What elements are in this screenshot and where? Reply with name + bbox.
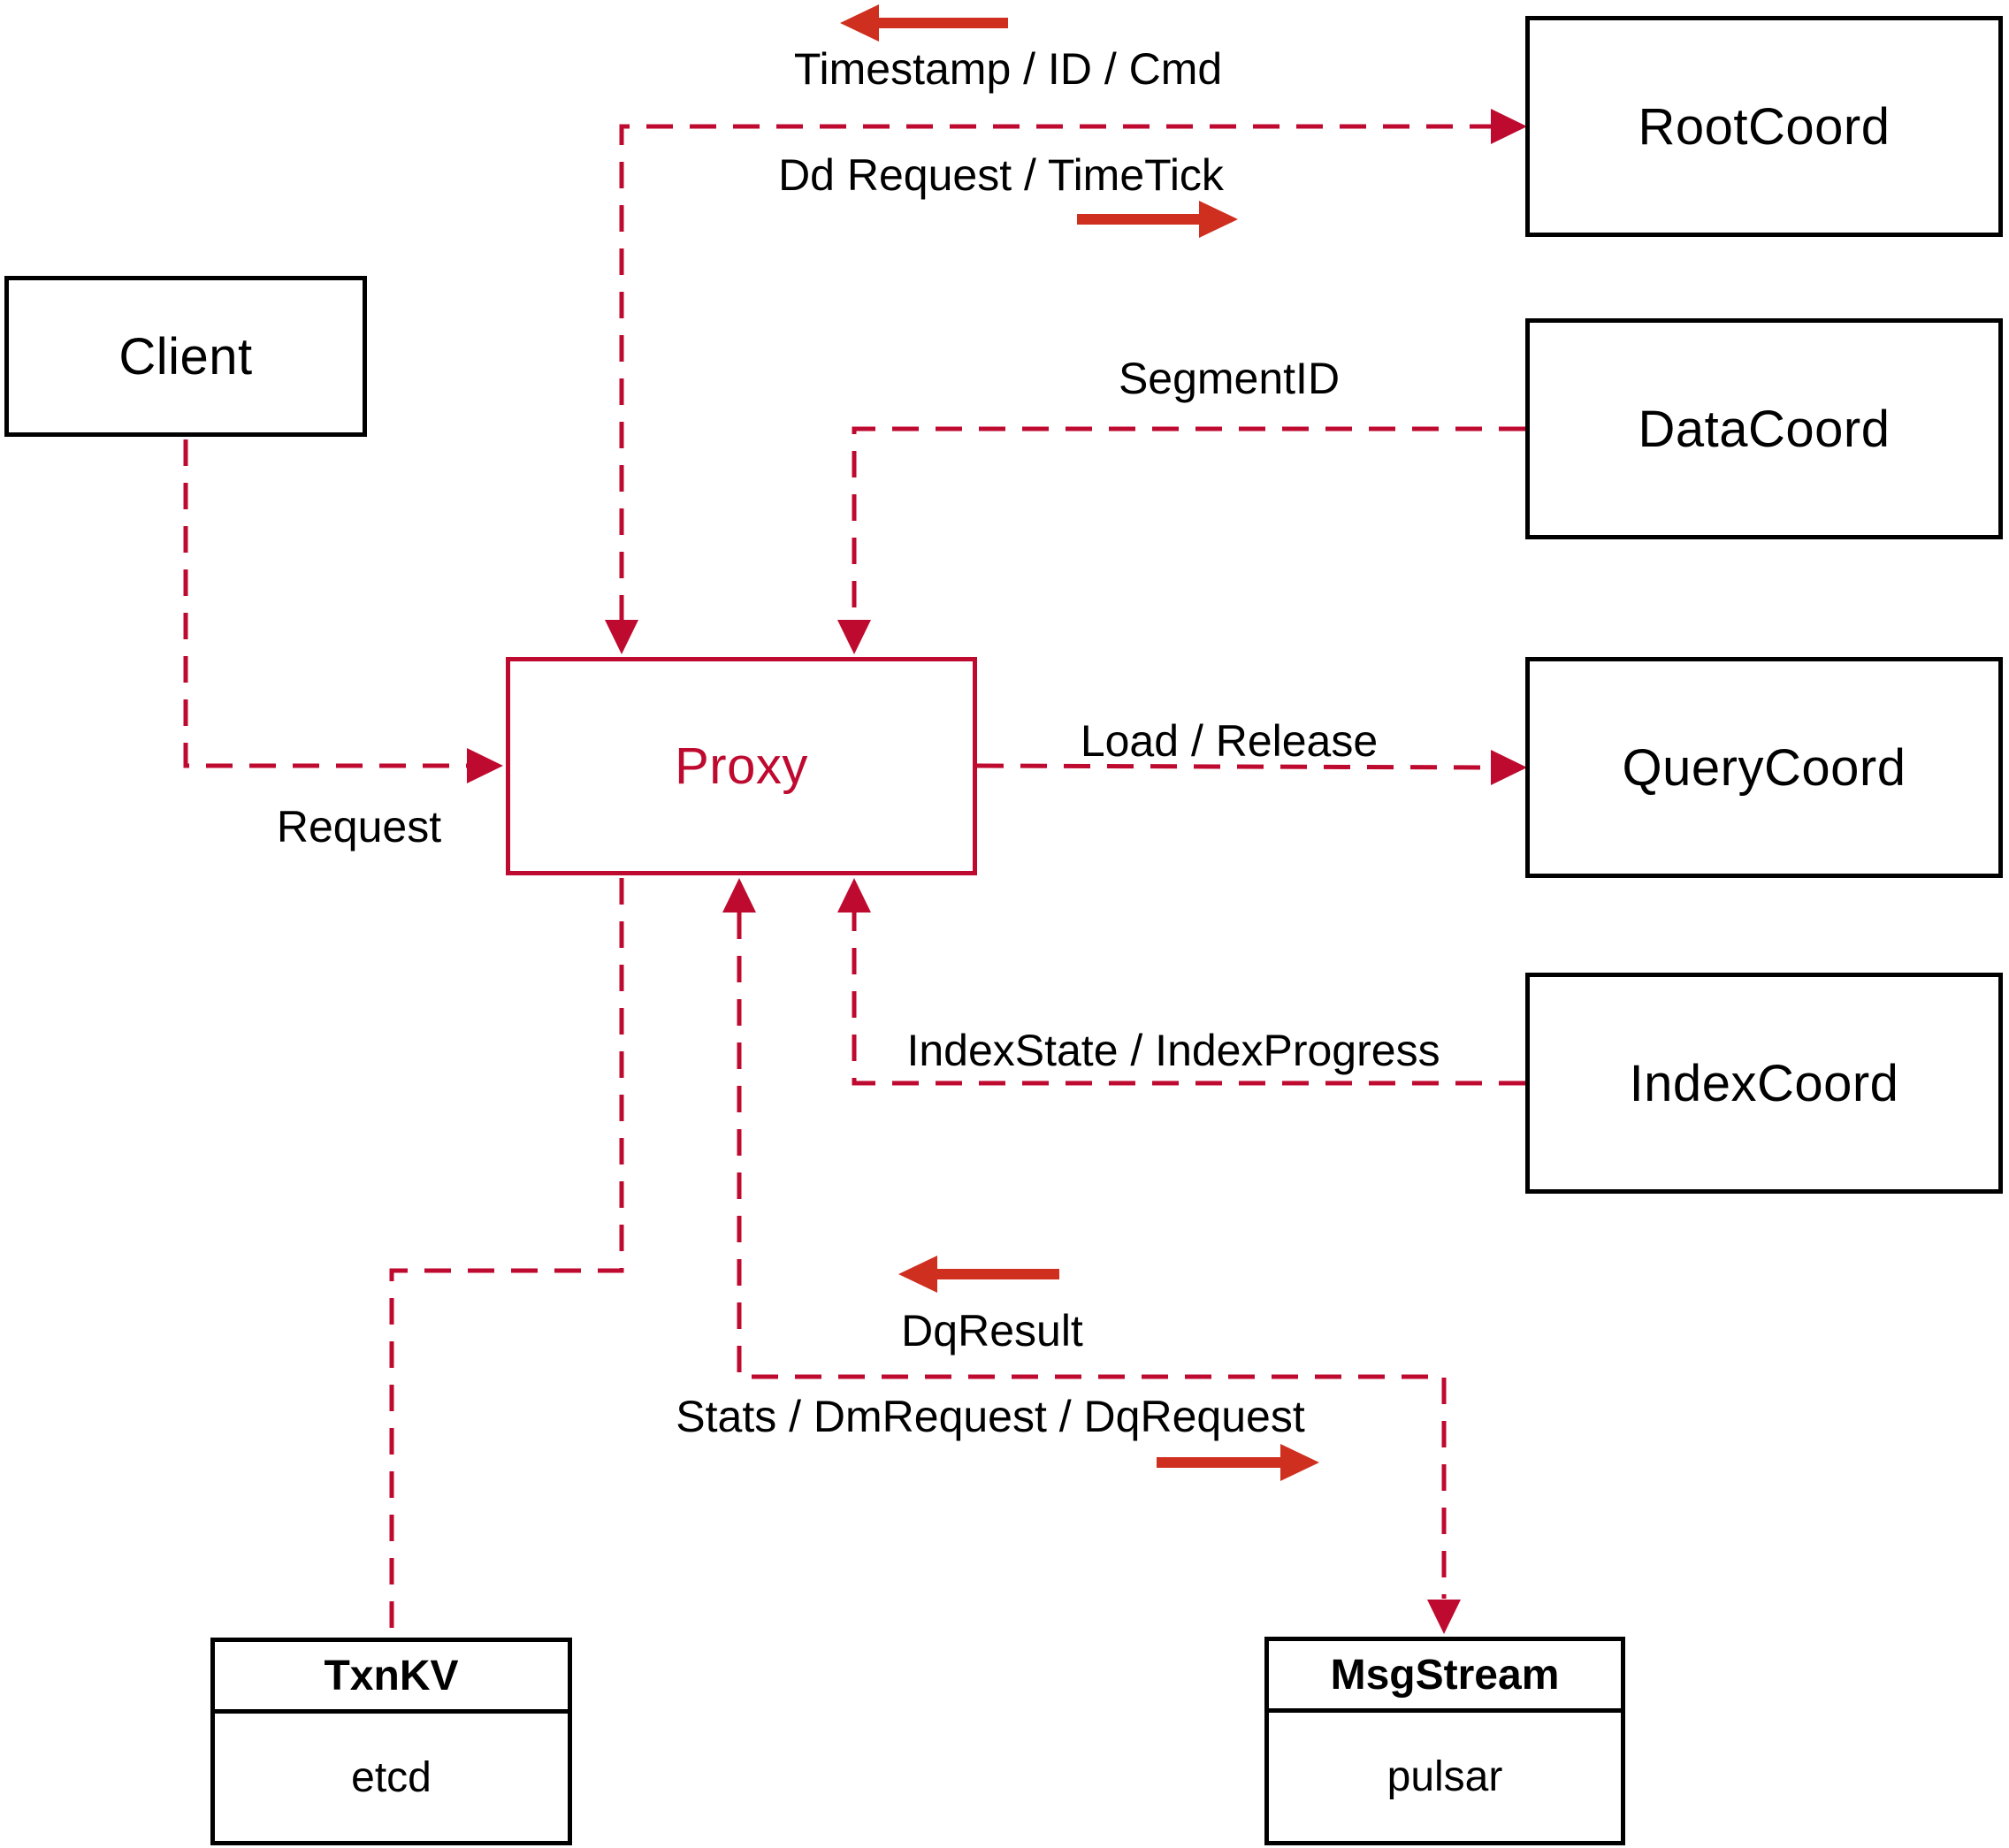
edge-indexcoord-proxy — [852, 913, 1525, 1086]
direction-arrow-right-icon — [1157, 1444, 1319, 1481]
edge-client-proxy — [183, 439, 469, 768]
edge-label-timestamp-id-cmd: Timestamp / ID / Cmd — [793, 44, 1223, 94]
arrowhead-right-icon — [1491, 109, 1527, 144]
node-txnkv-title: TxnKV — [215, 1642, 568, 1714]
arrowhead-down-icon — [837, 620, 871, 654]
edge-proxy-txnkv — [389, 878, 624, 1635]
node-rootcoord-label: RootCoord — [1638, 97, 1891, 156]
edge-label-dq-result: DqResult — [901, 1306, 1083, 1355]
node-querycoord-label: QueryCoord — [1622, 738, 1906, 797]
arrowhead-down-icon — [605, 620, 638, 654]
edge-proxy-msgstream — [737, 913, 1447, 1599]
edge-datacoord-proxy — [852, 426, 1525, 622]
node-indexcoord-label: IndexCoord — [1629, 1054, 1899, 1112]
arrowhead-up-icon — [722, 878, 756, 913]
node-client-label: Client — [118, 327, 253, 386]
node-proxy-label: Proxy — [675, 737, 808, 795]
node-proxy: Proxy — [506, 657, 977, 875]
node-msgstream: MsgStream pulsar — [1264, 1637, 1625, 1845]
node-txnkv: TxnKV etcd — [210, 1638, 572, 1845]
arrowhead-up-icon — [837, 878, 871, 913]
node-txnkv-impl: etcd — [351, 1753, 432, 1801]
node-datacoord-label: DataCoord — [1638, 400, 1891, 458]
node-datacoord: DataCoord — [1525, 318, 2003, 539]
direction-arrow-right-icon — [1077, 201, 1238, 238]
node-client: Client — [4, 276, 367, 437]
edge-label-segment-id: SegmentID — [1118, 354, 1341, 403]
edge-label-dd-request-timetick: Dd Request / TimeTick — [778, 150, 1224, 200]
arrowhead-right-icon — [467, 748, 503, 783]
node-querycoord: QueryCoord — [1525, 657, 2003, 878]
node-msgstream-impl: pulsar — [1386, 1753, 1503, 1800]
edge-label-stats-dm-dq: Stats / DmRequest / DqRequest — [676, 1392, 1305, 1441]
edge-proxy-rootcoord — [619, 124, 1493, 622]
arrowhead-right-icon — [1491, 750, 1527, 785]
edge-label-index-state-progress: IndexState / IndexProgress — [906, 1026, 1440, 1075]
edge-label-load-release: Load / Release — [1080, 716, 1379, 766]
node-rootcoord: RootCoord — [1525, 16, 2003, 237]
arrowhead-down-icon — [1427, 1600, 1461, 1634]
edge-label-request: Request — [276, 802, 442, 851]
direction-arrow-left-icon — [898, 1256, 1059, 1293]
node-msgstream-title: MsgStream — [1269, 1641, 1621, 1713]
node-indexcoord: IndexCoord — [1525, 973, 2003, 1194]
direction-arrow-left-icon — [840, 4, 1008, 42]
